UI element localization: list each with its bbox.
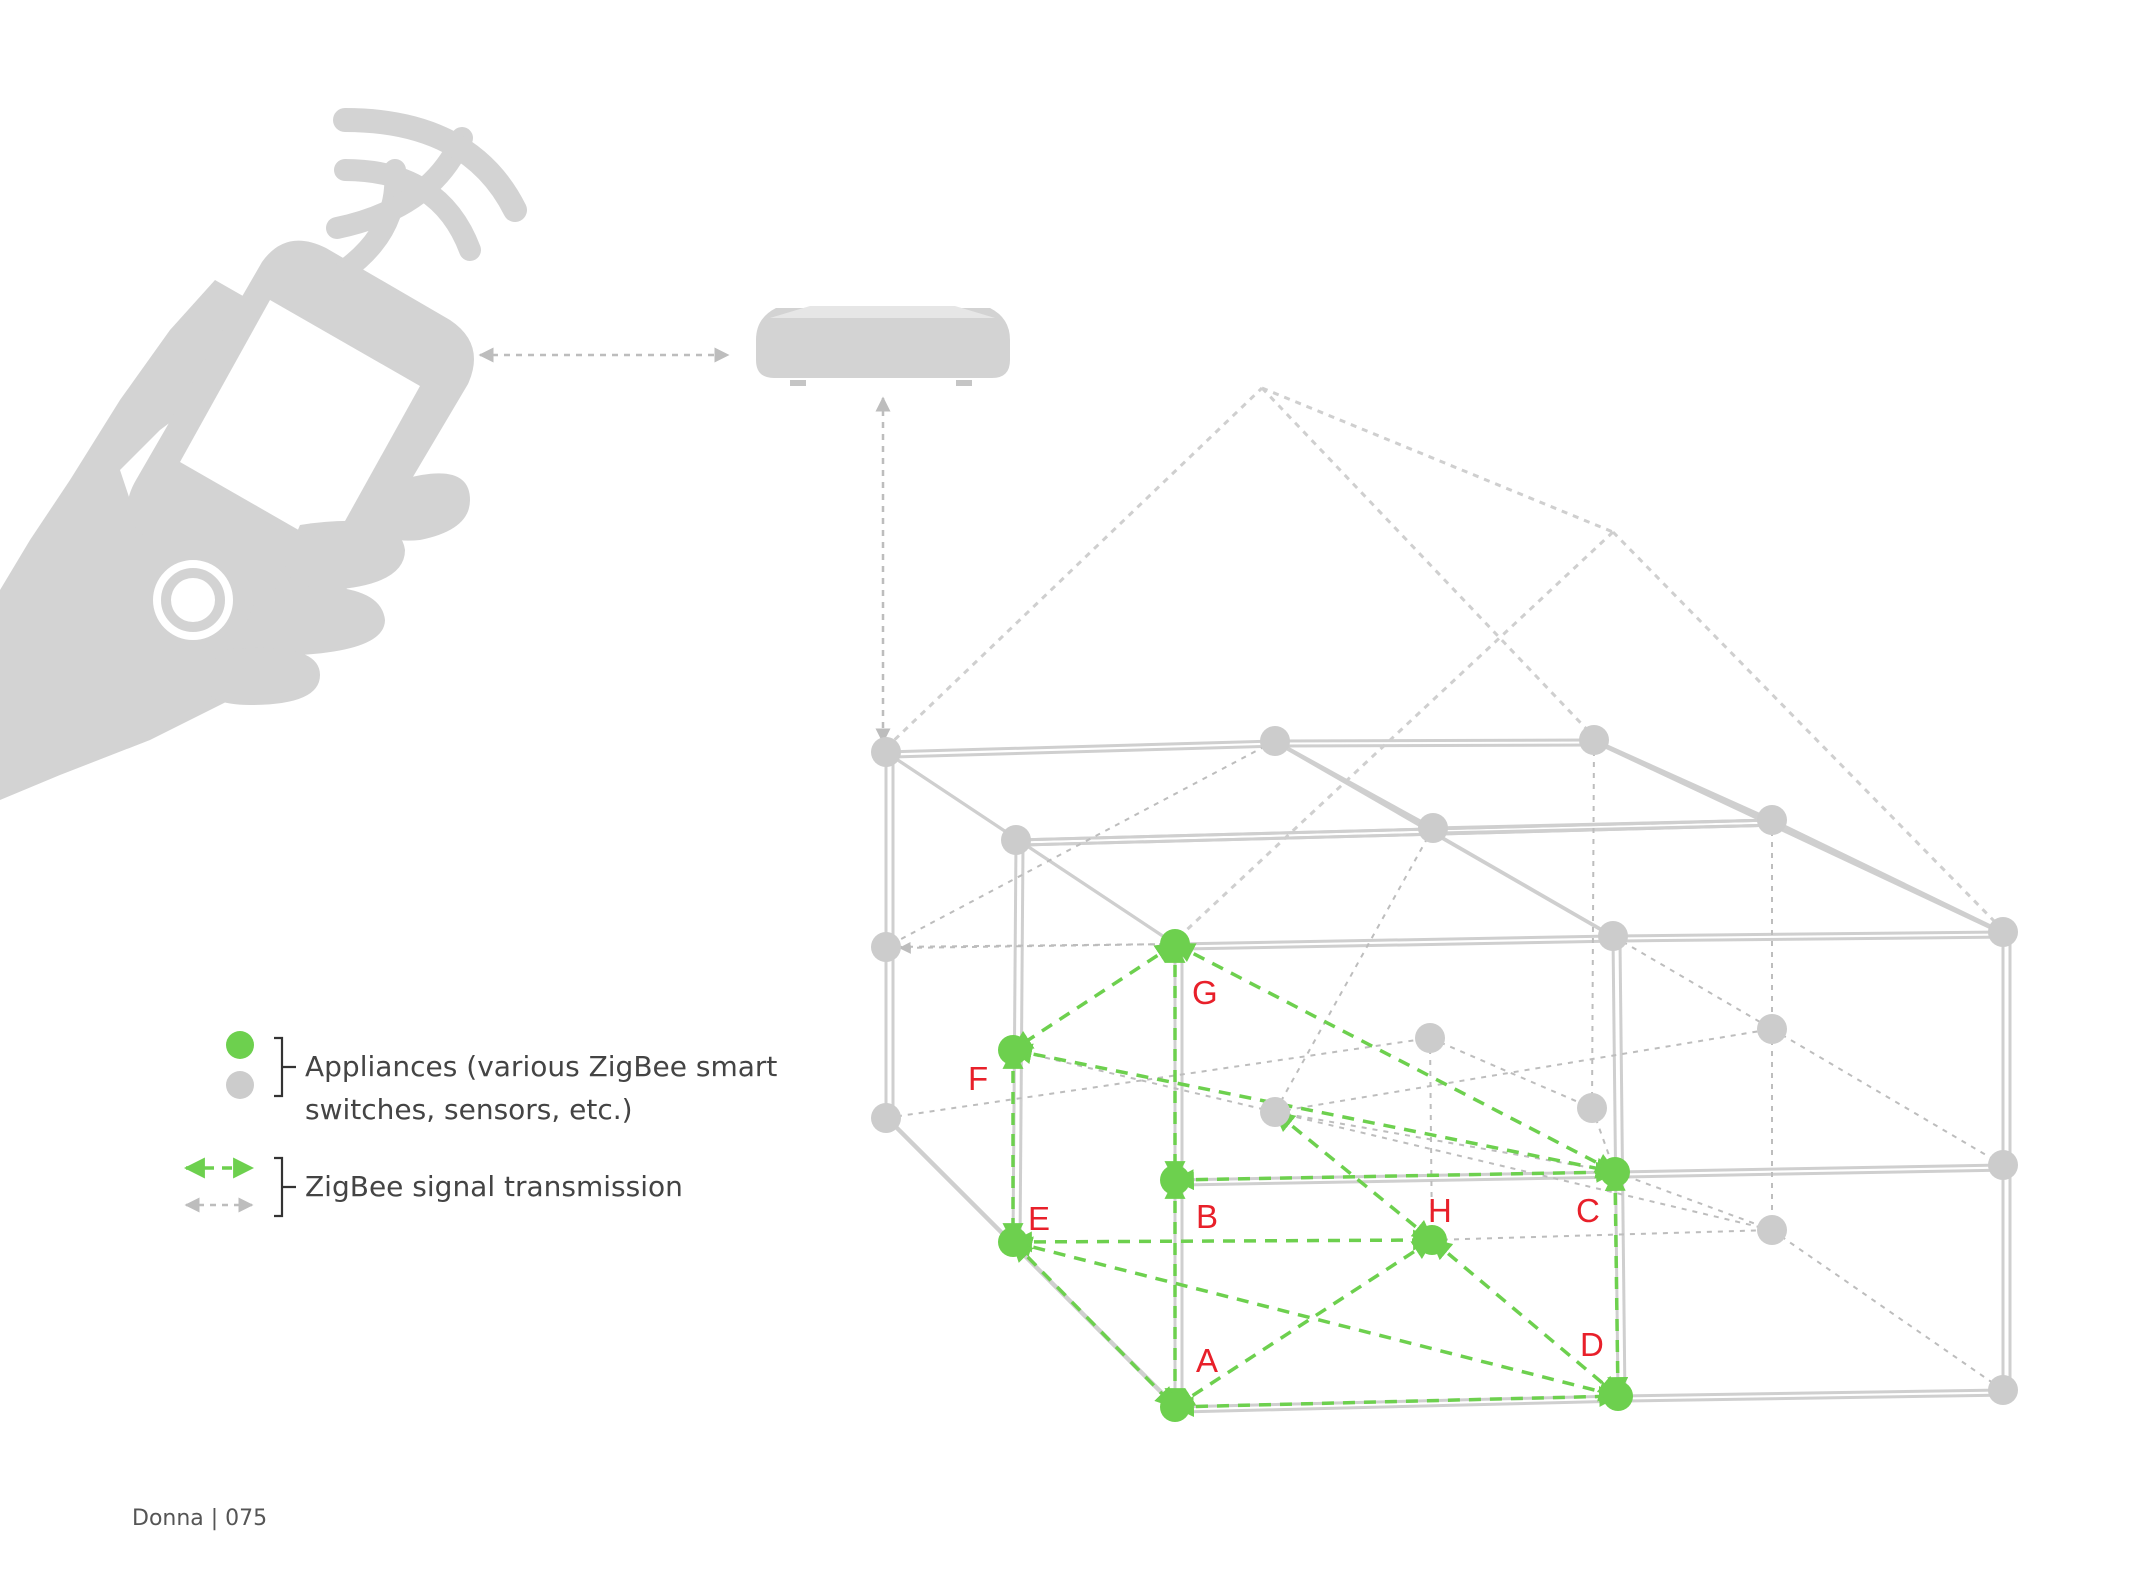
green-signal-links [1002, 941, 1629, 1418]
legend: Appliances (various ZigBee smart switche… [183, 1031, 777, 1218]
legend-inactive-node-icon [226, 1071, 254, 1099]
node-label-a: A [1196, 1342, 1218, 1379]
inactive-node [1598, 921, 1628, 951]
inactive-node [871, 932, 901, 962]
active-node-e [998, 1227, 1028, 1257]
finger-icon [204, 647, 320, 705]
legend-signal-text: ZigBee signal transmission [305, 1170, 683, 1203]
legend-appliances-line2: switches, sensors, etc.) [305, 1093, 633, 1126]
inactive-node [1577, 1093, 1607, 1123]
zigbee-gateway-icon [756, 306, 1010, 386]
network-nodes [871, 725, 2018, 1422]
inactive-node [1988, 917, 2018, 947]
node-label-c: C [1576, 1192, 1600, 1229]
node-label-g: G [1192, 974, 1218, 1011]
inactive-node [871, 1103, 901, 1133]
active-node-c [1600, 1157, 1630, 1187]
node-label-e: E [1028, 1200, 1050, 1237]
node-label-f: F [968, 1060, 988, 1097]
active-node-d [1603, 1381, 1633, 1411]
legend-bracket [274, 1036, 296, 1098]
legend-appliances-line1: Appliances (various ZigBee smart [305, 1050, 777, 1083]
phone-home-button [171, 578, 215, 622]
hand-icon [0, 280, 360, 800]
inactive-node [1757, 805, 1787, 835]
legend-active-node-icon [226, 1031, 254, 1059]
node-label-d: D [1580, 1326, 1604, 1363]
inactive-node [1260, 726, 1290, 756]
active-node-h [1417, 1225, 1447, 1255]
inactive-node [1988, 1150, 2018, 1180]
active-node-b [1160, 1165, 1190, 1195]
finger-icon [285, 520, 405, 590]
inactive-node [1260, 1097, 1290, 1127]
house-frame [884, 738, 2012, 1414]
wifi-signal-icon [326, 108, 527, 281]
finger-icon [370, 473, 470, 541]
node-labels: A B C D E F G H [968, 974, 1604, 1379]
inactive-node [1757, 1014, 1787, 1044]
inactive-node [1001, 825, 1031, 855]
active-node-f [998, 1035, 1028, 1065]
node-label-b: B [1196, 1198, 1218, 1235]
page-footer: Donna | 075 [132, 1506, 267, 1531]
legend-bracket [274, 1156, 296, 1218]
inactive-node [1757, 1215, 1787, 1245]
finger-icon [244, 586, 385, 655]
node-label-h: H [1428, 1192, 1452, 1229]
inactive-node [1579, 725, 1609, 755]
active-node-g [1160, 929, 1190, 959]
active-node-a [1160, 1392, 1190, 1422]
inactive-node [871, 737, 901, 767]
hand-phone-illustration: 智家365 APP [0, 108, 527, 800]
inactive-node [1988, 1375, 2018, 1405]
inactive-node [1415, 1023, 1445, 1053]
gateway-links [478, 347, 891, 744]
house-roof [884, 386, 1999, 940]
phone-screen [180, 300, 420, 548]
inactive-node [1418, 813, 1448, 843]
